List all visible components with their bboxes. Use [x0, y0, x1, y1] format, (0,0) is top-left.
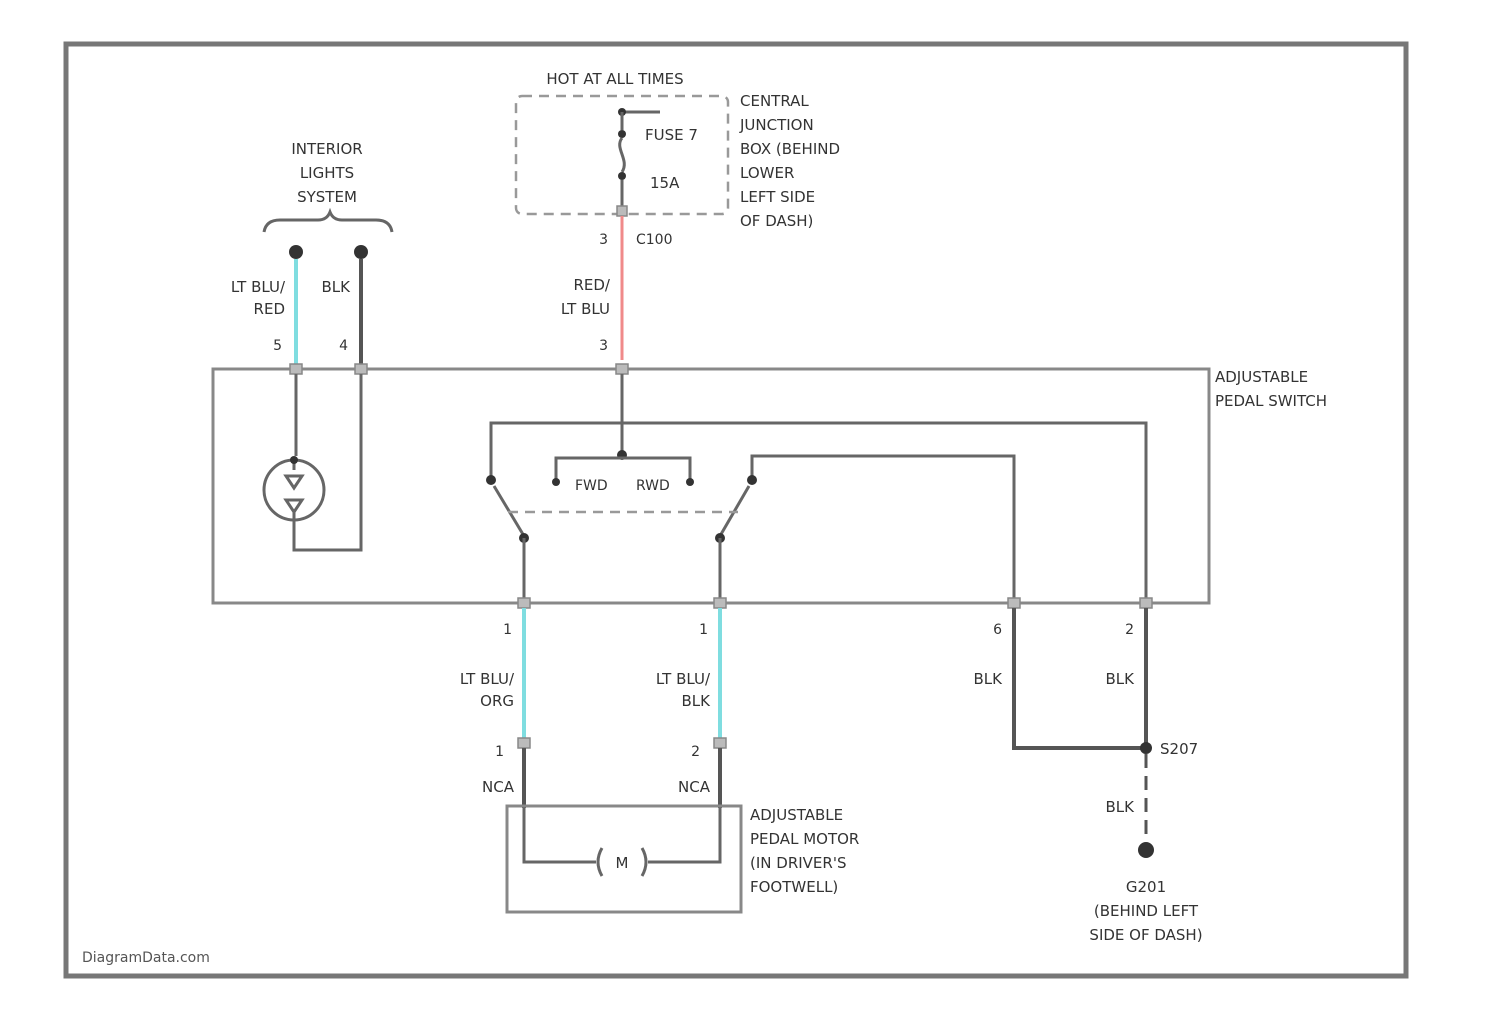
switch-pin-1-right-connector	[714, 598, 726, 608]
interior-lights-bracket	[264, 212, 392, 232]
junction-box-line-6: OF DASH)	[740, 212, 813, 230]
junction-box-line-5: LEFT SIDE	[740, 188, 815, 206]
ground-pin-a: 6	[993, 622, 1002, 638]
ground-g201-icon	[1138, 842, 1154, 858]
right-wire-color-1: LT BLU/	[656, 670, 711, 688]
switch-pin-5-connector	[290, 364, 302, 374]
motor-symbol: M	[616, 854, 629, 872]
splice-s207	[1140, 742, 1152, 754]
fuse-name: FUSE 7	[645, 126, 698, 144]
lamp-terminal	[290, 456, 298, 464]
power-pin-switch: 3	[599, 338, 608, 354]
junction-box-line-3: BOX (BEHIND	[740, 140, 840, 158]
watermark: DiagramData.com	[82, 950, 210, 966]
switch-pin-1-left-connector	[518, 598, 530, 608]
interior-lights-line-1: INTERIOR	[291, 140, 362, 158]
interior-wire-right: BLK	[322, 278, 352, 296]
interior-wire-left-2: RED	[254, 300, 285, 318]
fwd-contact	[552, 478, 560, 486]
switch-ground-bus	[491, 423, 1146, 603]
motor-label-3: (IN DRIVER'S	[750, 854, 846, 872]
motor-pin-2-connector	[714, 738, 726, 748]
motor-pin-1: 1	[495, 744, 504, 760]
interior-pin-left: 5	[273, 338, 282, 354]
switch-pin-3-connector	[616, 364, 628, 374]
power-wire-color-2: LT BLU	[561, 300, 610, 318]
motor-pin-2: 2	[691, 744, 700, 760]
ground-label-1: G201	[1126, 878, 1166, 896]
left-nca: NCA	[482, 778, 515, 796]
interior-terminal-right	[354, 245, 368, 259]
switch-rwd-label: RWD	[636, 478, 670, 494]
left-blade-contact-top	[486, 475, 496, 485]
fuse-rating: 15A	[650, 174, 680, 192]
motor-label-2: PEDAL MOTOR	[750, 830, 859, 848]
right-nca: NCA	[678, 778, 711, 796]
switch-common-bar	[556, 458, 690, 480]
interior-terminal-left	[289, 245, 303, 259]
interior-lights-line-3: SYSTEM	[297, 188, 357, 206]
hot-at-all-times-label: HOT AT ALL TIMES	[546, 70, 683, 88]
right-blade-contact-top	[747, 475, 757, 485]
switch-pin-4-connector	[355, 364, 367, 374]
junction-box-line-4: LOWER	[740, 164, 794, 182]
ground-label-3: SIDE OF DASH)	[1089, 926, 1202, 944]
ground-wire-c-color: BLK	[1106, 798, 1136, 816]
power-pin-top: 3	[599, 232, 608, 248]
interior-lights-line-2: LIGHTS	[300, 164, 354, 182]
switch-pin-2-connector	[1140, 598, 1152, 608]
switch-pin-6-connector	[1008, 598, 1020, 608]
switch-fwd-label: FWD	[575, 478, 608, 494]
motor-pin-1-connector	[518, 738, 530, 748]
junction-box-line-1: CENTRAL	[740, 92, 809, 110]
ground-wire-a-color: BLK	[974, 670, 1004, 688]
pedal-switch-label-2: PEDAL SWITCH	[1215, 392, 1327, 410]
left-wire-color-1: LT BLU/	[460, 670, 515, 688]
left-wire-color-2: ORG	[480, 692, 514, 710]
ground-label-2: (BEHIND LEFT	[1094, 902, 1199, 920]
ground-wire-b-color: BLK	[1106, 670, 1136, 688]
switch-ground-bus-2	[752, 456, 1014, 603]
connector-c100-label: C100	[636, 232, 673, 248]
fuse-terminal-top	[618, 130, 626, 138]
interior-wire-left-1: LT BLU/	[231, 278, 286, 296]
left-wire-pin-top: 1	[503, 622, 512, 638]
ground-pin-b: 2	[1125, 622, 1134, 638]
motor-label-1: ADJUSTABLE	[750, 806, 843, 824]
motor-label-4: FOOTWELL)	[750, 878, 838, 896]
rwd-contact	[686, 478, 694, 486]
pedal-switch-label-1: ADJUSTABLE	[1215, 368, 1308, 386]
motor-wire-left	[524, 808, 596, 862]
right-wire-pin-top: 1	[699, 622, 708, 638]
junction-box-line-2: JUNCTION	[739, 116, 814, 134]
lamp-filament	[286, 460, 302, 524]
interior-pin-right: 4	[339, 338, 348, 354]
right-wire-color-2: BLK	[682, 692, 712, 710]
junction-box-label: CENTRAL JUNCTION BOX (BEHIND LOWER LEFT …	[739, 92, 840, 230]
splice-label: S207	[1160, 740, 1198, 758]
motor-wire-right	[648, 808, 720, 862]
power-wire-color-1: RED/	[573, 276, 610, 294]
fuse-symbol	[620, 138, 625, 172]
fuse-terminal-bottom	[618, 172, 626, 180]
connector-c100	[617, 206, 627, 216]
